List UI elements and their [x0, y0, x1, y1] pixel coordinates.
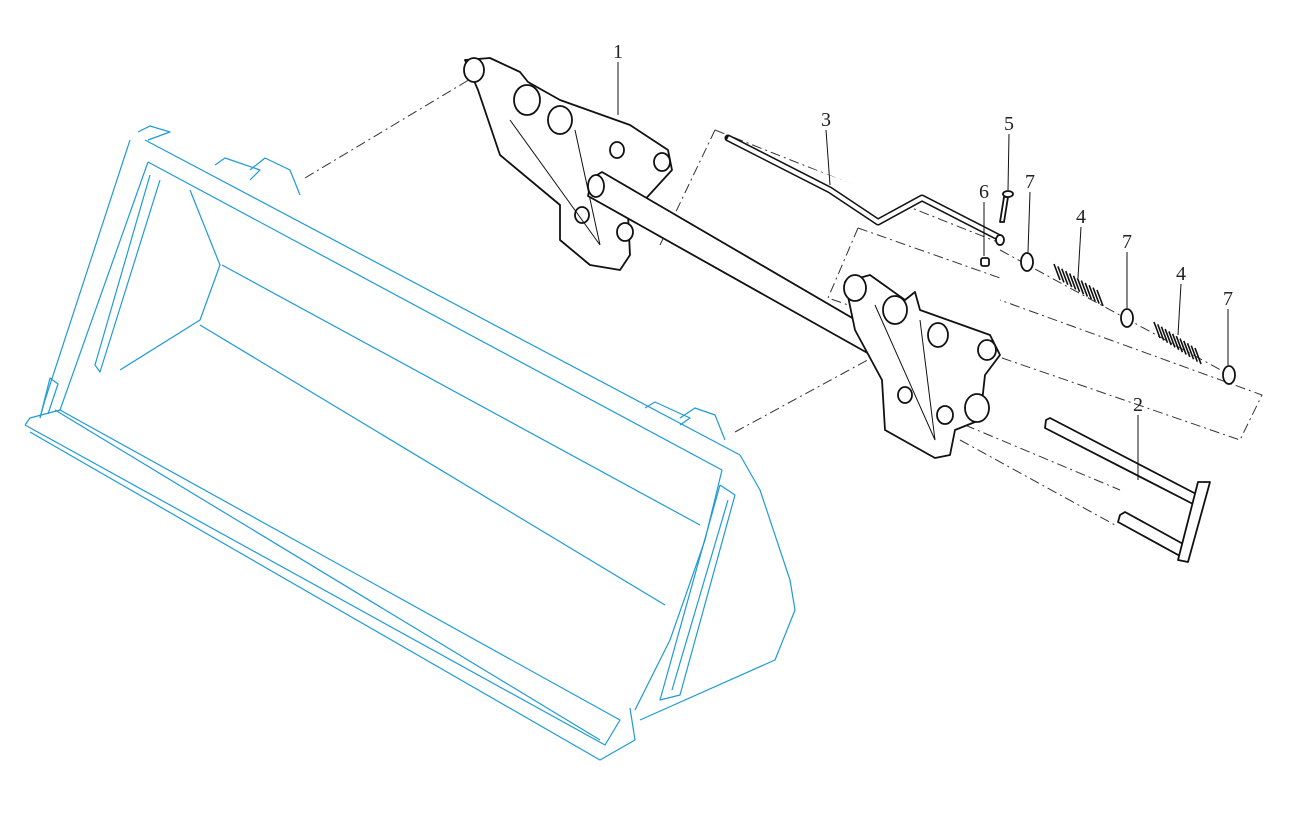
callout-2: 2 [1133, 394, 1143, 416]
part-4-spring [1153, 321, 1202, 365]
callout-5: 5 [1004, 113, 1014, 135]
callout-3: 3 [821, 109, 831, 131]
part-6-pin [980, 257, 990, 267]
part-3-rod [724, 134, 1005, 246]
part-2-lock-pin [1044, 417, 1211, 563]
part-4-spring [1053, 263, 1104, 307]
part-7-washer [1020, 252, 1034, 272]
leader-line [825, 129, 831, 186]
callout-1: 1 [613, 41, 623, 63]
spring-coil [1053, 263, 1104, 307]
callout-7: 7 [1122, 231, 1132, 253]
leader-line [1077, 226, 1082, 279]
spring-coil [1153, 321, 1202, 365]
part-5-bolt [999, 190, 1014, 223]
part-1-bracket-right [843, 274, 1001, 459]
callout-4: 4 [1176, 263, 1186, 285]
part-7-washer [1222, 365, 1236, 385]
callout-7: 7 [1025, 171, 1035, 193]
leader-line [1177, 283, 1182, 336]
callout-4: 4 [1076, 206, 1086, 228]
callout-7: 7 [1223, 288, 1233, 310]
part-1-bracket [463, 57, 673, 271]
leader-line [1007, 133, 1010, 191]
callout-6: 6 [979, 181, 989, 203]
bucket [24, 125, 796, 761]
part-7-washer [1120, 308, 1134, 328]
leader-line [1027, 191, 1031, 253]
